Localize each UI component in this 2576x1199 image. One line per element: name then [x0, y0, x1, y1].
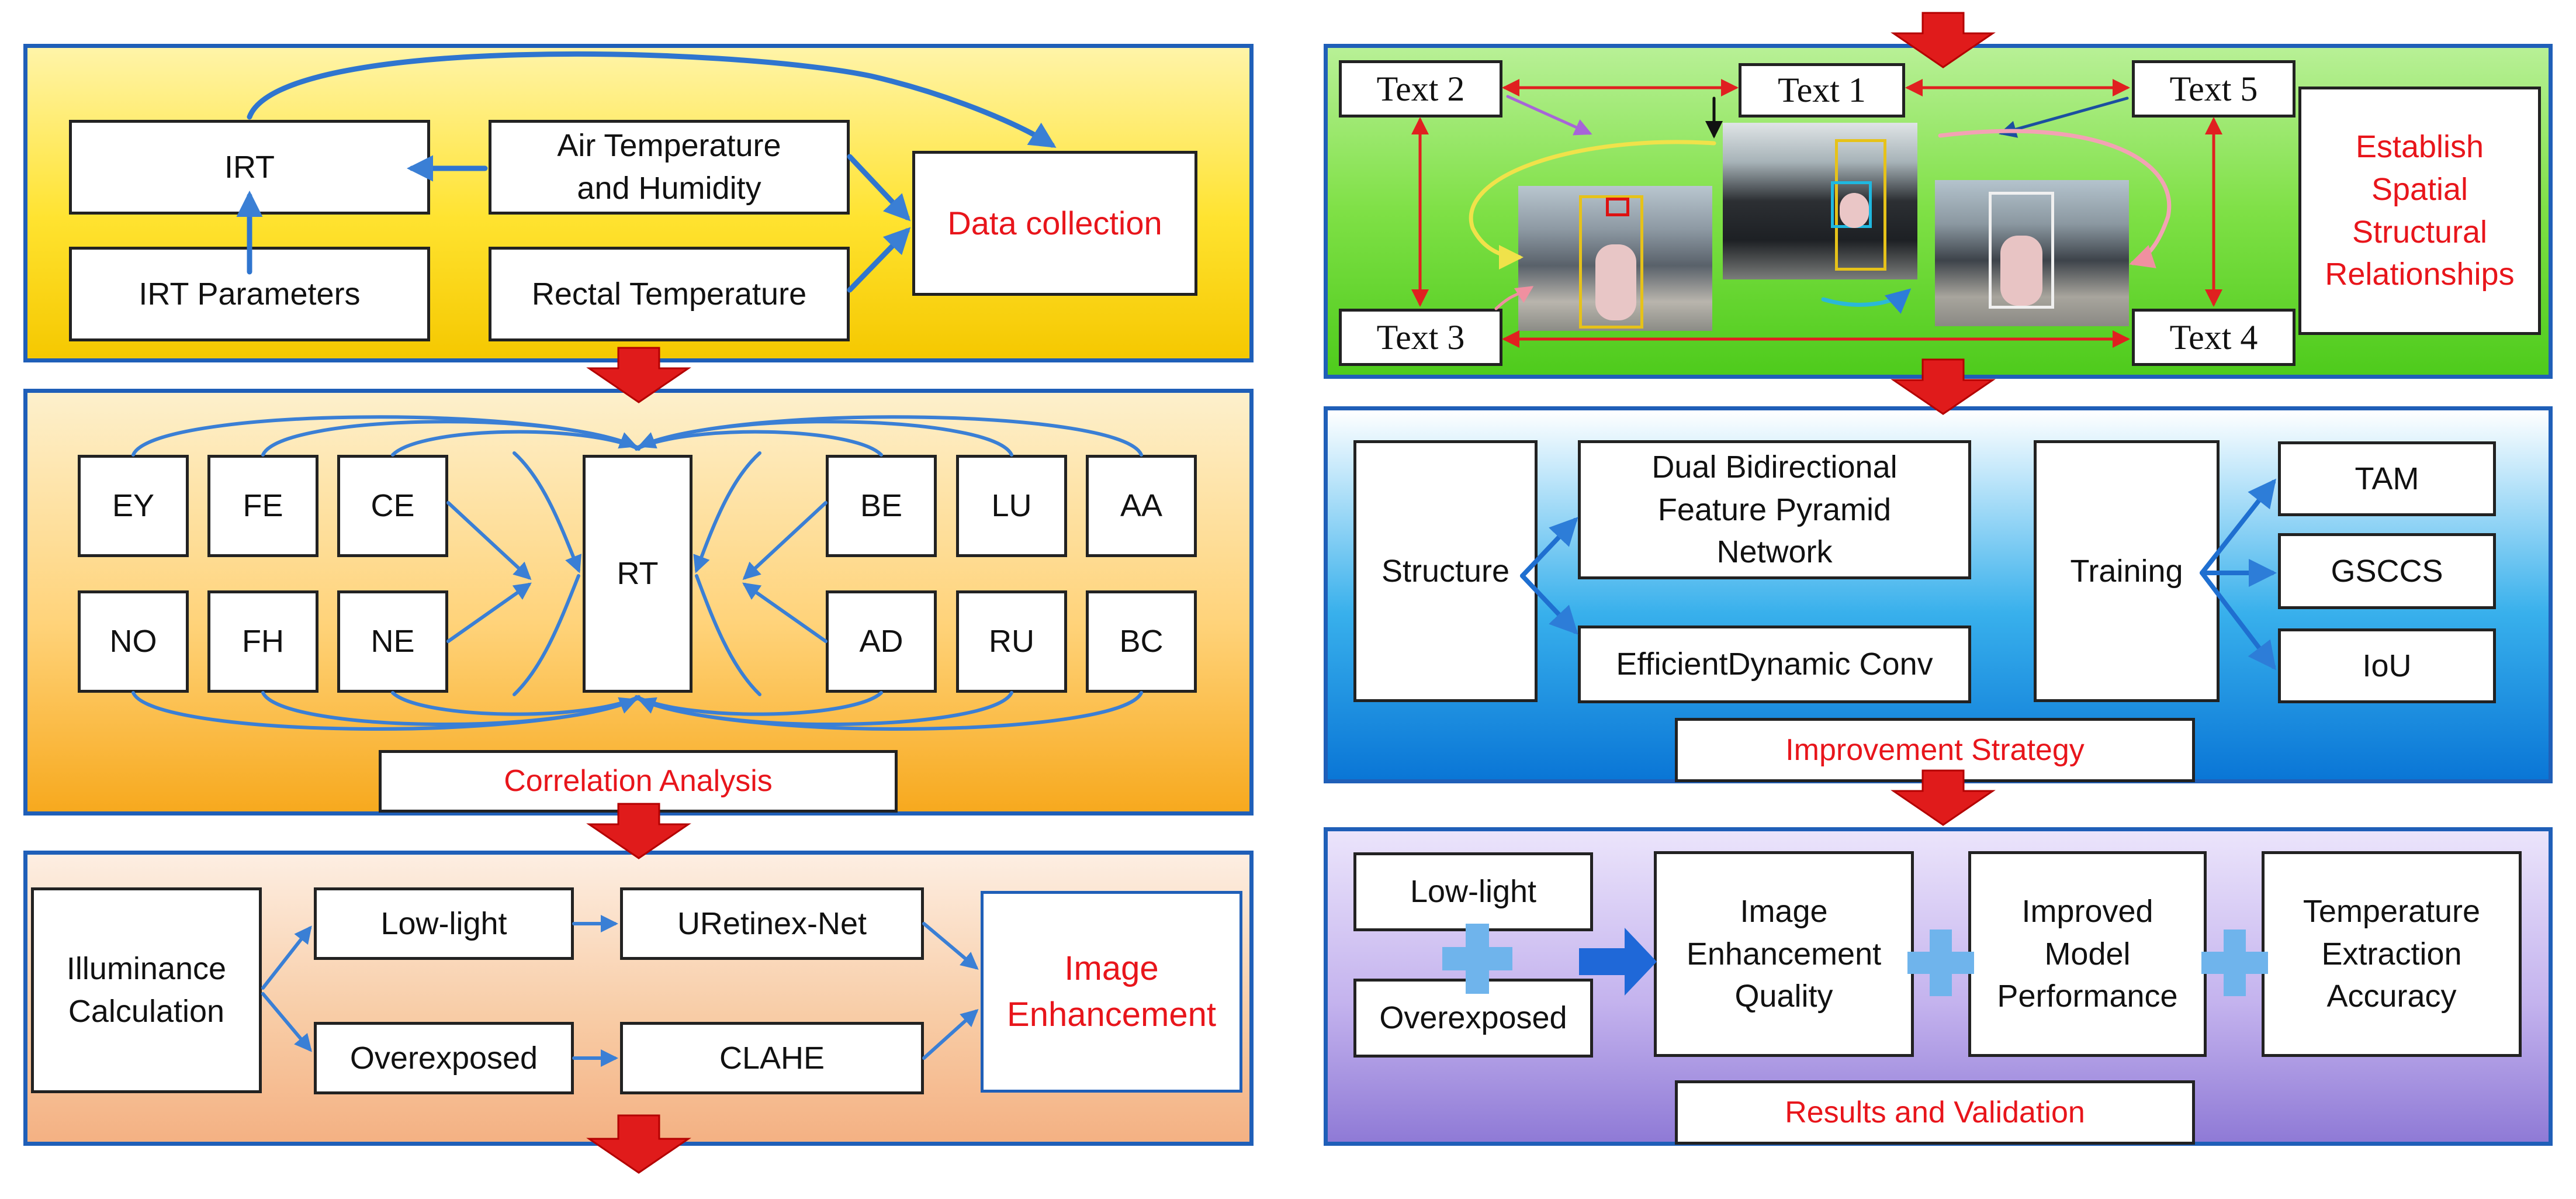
factor-ey: EY	[78, 455, 189, 557]
image-enhancement-quality-box: Image Enhancement Quality	[1654, 851, 1914, 1057]
factor-bc: BC	[1086, 590, 1197, 693]
tam-box: TAM	[2278, 441, 2496, 516]
text-1-box: Text 1	[1739, 63, 1905, 118]
factor-ne: NE	[337, 590, 448, 693]
uretinex-net-box: URetinex-Net	[620, 887, 924, 960]
results-validation-title: Results and Validation	[1675, 1080, 2195, 1145]
illuminance-calculation-box: Illuminance Calculation	[31, 887, 262, 1093]
factor-lu: LU	[956, 455, 1067, 557]
results-flow-arrow	[1579, 928, 1657, 996]
factor-ce: CE	[337, 455, 448, 557]
factor-no: NO	[78, 590, 189, 693]
air-temp-humidity-box: Air Temperature and Humidity	[489, 120, 850, 215]
text-5-box: Text 5	[2132, 60, 2295, 118]
factor-fe: FE	[207, 455, 318, 557]
low-light-box: Low-light	[314, 887, 574, 960]
iou-box: IoU	[2278, 628, 2496, 703]
cow-photo-right	[1935, 180, 2129, 326]
rt-box: RT	[583, 455, 693, 693]
factor-be: BE	[826, 455, 937, 557]
factor-fh: FH	[207, 590, 318, 693]
data-collection-title: Data collection	[912, 151, 1197, 296]
text-2-box: Text 2	[1339, 60, 1502, 118]
clahe-box: CLAHE	[620, 1022, 924, 1094]
dual-bifpn-box: Dual Bidirectional Feature Pyramid Netwo…	[1578, 440, 1971, 579]
flow-arrows	[586, 12, 1996, 1174]
improved-model-performance-box: Improved Model Performance	[1968, 851, 2207, 1057]
temperature-extraction-accuracy-box: Temperature Extraction Accuracy	[2262, 851, 2522, 1057]
text-3-box: Text 3	[1339, 309, 1502, 366]
rectal-temperature-box: Rectal Temperature	[489, 247, 850, 341]
spatial-relationships-title: Establish Spatial Structural Relationshi…	[2298, 87, 2541, 335]
gsccs-box: GSCCS	[2278, 533, 2496, 609]
plus-icons	[1442, 924, 2268, 996]
structure-box: Structure	[1353, 440, 1538, 702]
image-enhancement-title: Image Enhancement	[981, 891, 1242, 1093]
cow-photo-left	[1518, 186, 1712, 331]
text-4-box: Text 4	[2132, 309, 2295, 366]
cow-photo-center	[1723, 123, 1917, 279]
overexposed-box: Overexposed	[314, 1022, 574, 1094]
results-low-light-box: Low-light	[1353, 852, 1593, 931]
efficient-dynamic-conv-box: EfficientDynamic Conv	[1578, 626, 1971, 703]
